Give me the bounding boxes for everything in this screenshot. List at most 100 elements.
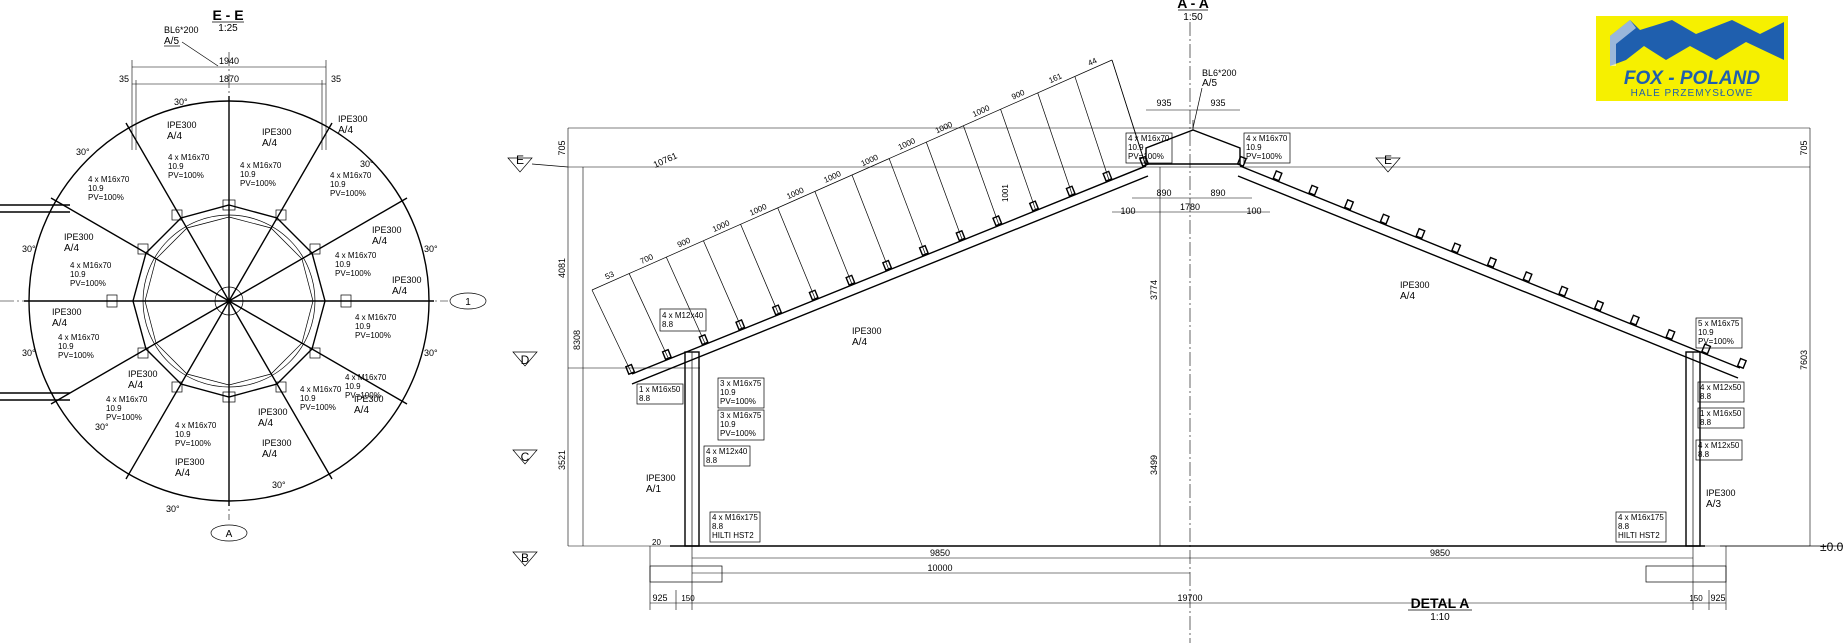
svg-text:B: B — [521, 551, 529, 565]
dim-mid-lower: 3499 — [1149, 455, 1159, 475]
purlin-spacing-label: 900 — [676, 236, 692, 250]
ee-angle-label: 30° — [174, 97, 188, 107]
svg-text:A/4: A/4 — [128, 380, 143, 391]
rafter-right — [1237, 165, 1741, 379]
svg-text:HILTI HST2: HILTI HST2 — [712, 531, 754, 540]
bolt-note-knee-left: 1 x M16x50 8.8 — [636, 383, 684, 405]
ridge-plate — [1145, 129, 1241, 165]
svg-text:IPE300: IPE300 — [1400, 280, 1430, 290]
svg-text:A/4: A/4 — [64, 243, 79, 254]
rafter-right-label: A/4 — [1400, 291, 1415, 302]
svg-text:E: E — [516, 153, 524, 167]
svg-text:9850: 9850 — [930, 548, 950, 558]
svg-text:10.9: 10.9 — [355, 322, 371, 331]
svg-text:30°: 30° — [424, 348, 438, 358]
purlin — [845, 274, 856, 286]
svg-text:150: 150 — [681, 594, 695, 603]
rafter-left-label: A/4 — [852, 337, 867, 348]
detail-title: DETAL A — [1411, 595, 1470, 611]
svg-text:4 x M16x70: 4 x M16x70 — [1246, 134, 1288, 143]
purlin-dim-tick — [963, 125, 1000, 226]
svg-text:PV=100%: PV=100% — [345, 391, 381, 400]
svg-text:IPE300: IPE300 — [262, 127, 292, 137]
bolt-note-base-right: 4 x M16x175 8.8 HILTI HST2 — [1615, 511, 1667, 543]
svg-text:10.9: 10.9 — [70, 270, 86, 279]
dim-total-right: 7603 — [1799, 350, 1809, 370]
purlin-dim-tick — [851, 174, 890, 271]
svg-text:PV=100%: PV=100% — [106, 413, 142, 422]
dim-base: 20 — [652, 538, 661, 547]
svg-text:9850: 9850 — [1430, 548, 1450, 558]
purlin-dim-tick — [1074, 76, 1110, 181]
purlin — [1665, 328, 1676, 341]
svg-text:4 x M16x175: 4 x M16x175 — [712, 513, 758, 522]
purlin-spacing-label: 44 — [1087, 56, 1099, 68]
bolt-note-right-c: 4 x M12x50 8.8 — [1695, 439, 1743, 461]
purlin — [1558, 285, 1569, 297]
section-aa-title: A - A — [1177, 0, 1209, 11]
purlin-dim-tick — [703, 240, 743, 330]
purlin — [1379, 213, 1390, 225]
svg-text:PV=100%: PV=100% — [355, 331, 391, 340]
svg-text:3 x M16x75: 3 x M16x75 — [720, 379, 762, 388]
svg-text:1 x M16x50: 1 x M16x50 — [639, 385, 681, 394]
svg-text:150: 150 — [1689, 594, 1703, 603]
svg-text:10.9: 10.9 — [240, 170, 256, 179]
ee-dim-edge-left: 35 — [119, 74, 129, 84]
svg-text:10.9: 10.9 — [58, 342, 74, 351]
svg-text:PV=100%: PV=100% — [720, 397, 756, 406]
svg-text:PV=100%: PV=100% — [1246, 152, 1282, 161]
svg-text:4 x M12x40: 4 x M12x40 — [662, 311, 704, 320]
svg-text:4 x M16x70: 4 x M16x70 — [335, 251, 377, 260]
svg-text:IPE300: IPE300 — [372, 225, 402, 235]
svg-text:4 x M16x70: 4 x M16x70 — [240, 161, 282, 170]
dim-top-right: 705 — [1799, 140, 1809, 155]
purlin — [698, 333, 709, 346]
purlin — [1272, 170, 1283, 182]
purlin-spacings: 5370090010001000100010001000100010001000… — [604, 56, 1099, 282]
purlin-dim-tick — [591, 289, 633, 375]
svg-text:1780: 1780 — [1180, 202, 1200, 212]
svg-text:30°: 30° — [22, 348, 36, 358]
svg-text:IPE300: IPE300 — [1706, 488, 1736, 498]
svg-text:PV=100%: PV=100% — [330, 189, 366, 198]
svg-text:10.9: 10.9 — [335, 260, 351, 269]
svg-text:4 x M16x175: 4 x M16x175 — [1618, 513, 1664, 522]
purlin — [1102, 170, 1113, 182]
purlin — [735, 319, 746, 331]
ground-level-label: ±0.00 — [1820, 540, 1843, 554]
purlin-spacing-label: 1000 — [711, 218, 731, 234]
purlin-dim-tick — [814, 191, 853, 285]
svg-text:8.8: 8.8 — [706, 456, 718, 465]
section-aa: A - A 1:50 E D C B E — [507, 0, 1843, 643]
svg-text:100: 100 — [1120, 206, 1135, 216]
bolt-note-ridge: 4 x M16x70 10.9 PV=100% — [1125, 132, 1173, 164]
ee-plate-ref: A/5 — [164, 36, 179, 47]
svg-text:30°: 30° — [95, 422, 109, 432]
purlin — [1415, 227, 1426, 240]
svg-text:4 x M16x70: 4 x M16x70 — [106, 395, 148, 404]
purlin — [955, 229, 966, 242]
bolt-note-right-a: 4 x M12x50 8.8 — [1697, 381, 1745, 403]
svg-text:PV=100%: PV=100% — [720, 429, 756, 438]
svg-text:1: 1 — [465, 297, 471, 308]
svg-text:A/4: A/4 — [338, 125, 353, 136]
dim-rafter-rise: 4081 — [557, 258, 567, 278]
svg-text:8.8: 8.8 — [1618, 522, 1630, 531]
purlin-dim-tick — [665, 256, 706, 345]
purlin — [1522, 271, 1533, 283]
purlin-spacing-label: 161 — [1047, 71, 1063, 85]
svg-text:10.9: 10.9 — [300, 394, 316, 403]
fox-poland-logo: FOX - POLAND HALE PRZEMYSŁOWE — [1596, 16, 1788, 101]
svg-text:4 x M16x70: 4 x M16x70 — [88, 175, 130, 184]
purlins-left — [591, 59, 1150, 376]
hall-roof-icon — [1610, 20, 1784, 66]
svg-text:PV=100%: PV=100% — [1128, 152, 1164, 161]
svg-text:4 x M12x50: 4 x M12x50 — [1698, 441, 1740, 450]
purlin — [1736, 357, 1748, 370]
svg-text:A/4: A/4 — [392, 286, 407, 297]
svg-text:IPE300: IPE300 — [64, 232, 94, 242]
svg-text:890: 890 — [1156, 188, 1171, 198]
svg-text:10.9: 10.9 — [1128, 143, 1144, 152]
